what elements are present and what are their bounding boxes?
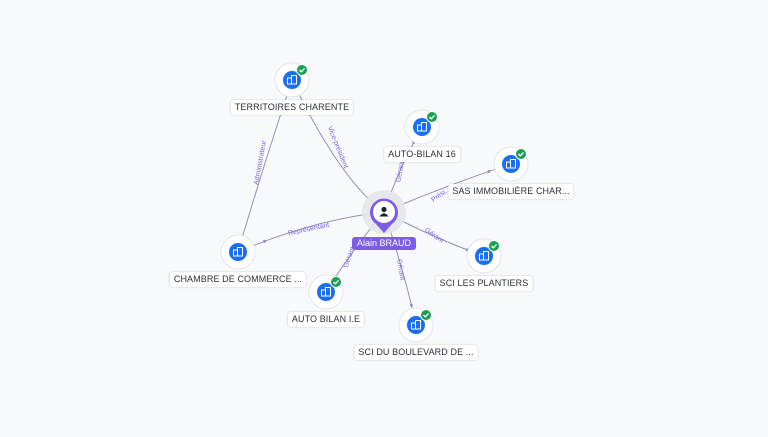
company-node-boulevard[interactable]: [398, 307, 434, 343]
check-mark-icon: [518, 151, 524, 157]
company-label[interactable]: SCI DU BOULEVARD DE ...: [354, 345, 478, 360]
check-badge-icon: [330, 276, 342, 288]
company-node-sas[interactable]: [493, 146, 529, 182]
company-node-plantiers[interactable]: [466, 238, 502, 274]
check-badge-icon: [420, 309, 432, 321]
check-mark-icon: [491, 243, 497, 249]
company-label[interactable]: AUTO BILAN I.E: [287, 312, 365, 327]
building-glyph-icon: [233, 247, 243, 257]
check-mark-icon: [333, 279, 339, 285]
building-glyph-icon: [411, 320, 421, 330]
company-label[interactable]: AUTO-BILAN 16: [384, 147, 460, 162]
company-node-autobilan16[interactable]: [404, 109, 440, 145]
edge-label: Représentant: [287, 222, 330, 238]
building-glyph-icon: [417, 122, 427, 132]
check-badge-icon: [488, 240, 500, 252]
edge-label: Gérant: [423, 227, 445, 245]
edge-arrow: [263, 239, 267, 243]
check-mark-icon: [429, 114, 435, 120]
company-node-autobilanie[interactable]: [308, 274, 344, 310]
company-label[interactable]: CHAMBRE DE COMMERCE ...: [169, 272, 307, 287]
user-icon: [379, 206, 389, 217]
building-glyph-icon: [479, 251, 489, 261]
company-label[interactable]: SAS IMMOBILIÈRE CHAR...: [448, 184, 574, 199]
check-mark-icon: [423, 312, 429, 318]
company-node-territoires[interactable]: [274, 62, 310, 98]
check-badge-icon: [426, 111, 438, 123]
edge-arrow: [487, 169, 491, 173]
person-name-label[interactable]: Alain BRAUD: [351, 237, 417, 250]
company-label[interactable]: TERRITOIRES CHARENTE: [230, 100, 354, 115]
check-mark-icon: [299, 67, 305, 73]
check-badge-icon: [296, 64, 308, 76]
building-glyph-icon: [321, 287, 331, 297]
check-badge-icon: [515, 148, 527, 160]
person-node[interactable]: [362, 190, 406, 234]
company-node-chambre[interactable]: [220, 234, 256, 270]
edge-label: Gérant: [395, 259, 406, 281]
edge-arrow: [409, 303, 413, 307]
company-label[interactable]: SCI LES PLANTIERS: [435, 276, 533, 291]
edge-label: Gérant: [395, 161, 406, 183]
building-glyph-icon: [287, 75, 297, 85]
building-glyph-icon: [506, 159, 516, 169]
